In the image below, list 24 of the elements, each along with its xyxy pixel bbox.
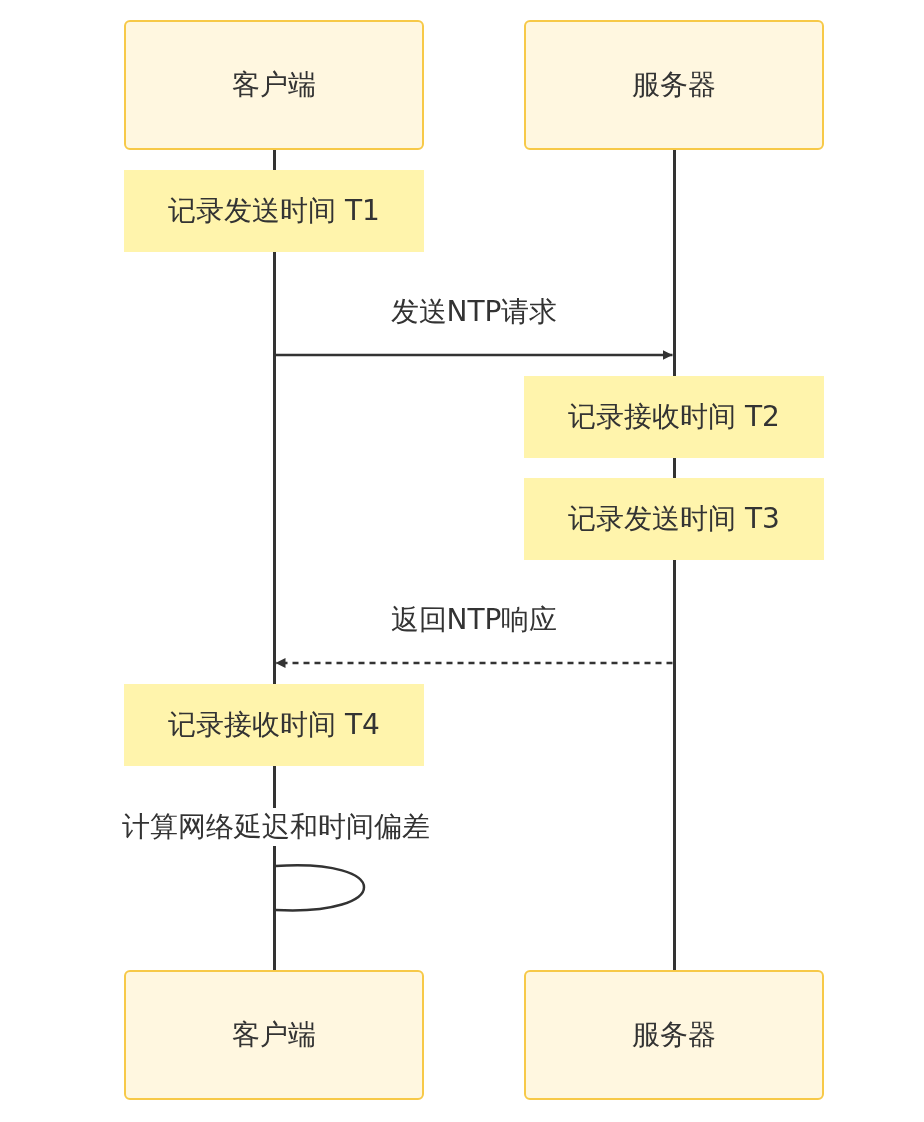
note-box bbox=[524, 376, 824, 458]
lifeline bbox=[672, 150, 676, 376]
participant-box bbox=[524, 970, 824, 1100]
participant-label: 客户端 bbox=[232, 67, 316, 103]
participant-box bbox=[124, 970, 424, 1100]
note-box bbox=[524, 478, 824, 560]
participant-label: 服务器 bbox=[632, 1017, 716, 1053]
lifeline bbox=[272, 150, 276, 170]
participant-box bbox=[524, 20, 824, 150]
lifeline bbox=[272, 252, 276, 684]
note-box bbox=[124, 170, 424, 252]
note-box bbox=[124, 684, 424, 766]
lifeline bbox=[672, 560, 676, 970]
note-text: 记录接收时间 T4 bbox=[168, 707, 380, 743]
note-text: 记录接收时间 T2 bbox=[568, 399, 780, 435]
participant-label: 客户端 bbox=[232, 1017, 316, 1053]
note-text: 记录发送时间 T1 bbox=[168, 193, 380, 229]
message-arrow bbox=[275, 350, 673, 360]
message-arrow bbox=[275, 658, 673, 668]
lifeline bbox=[672, 458, 676, 478]
participant-label: 服务器 bbox=[632, 67, 716, 103]
note-text: 记录发送时间 T3 bbox=[568, 501, 780, 537]
participant-box bbox=[124, 20, 424, 150]
message-label: 计算网络延迟和时间偏差 bbox=[119, 808, 432, 846]
